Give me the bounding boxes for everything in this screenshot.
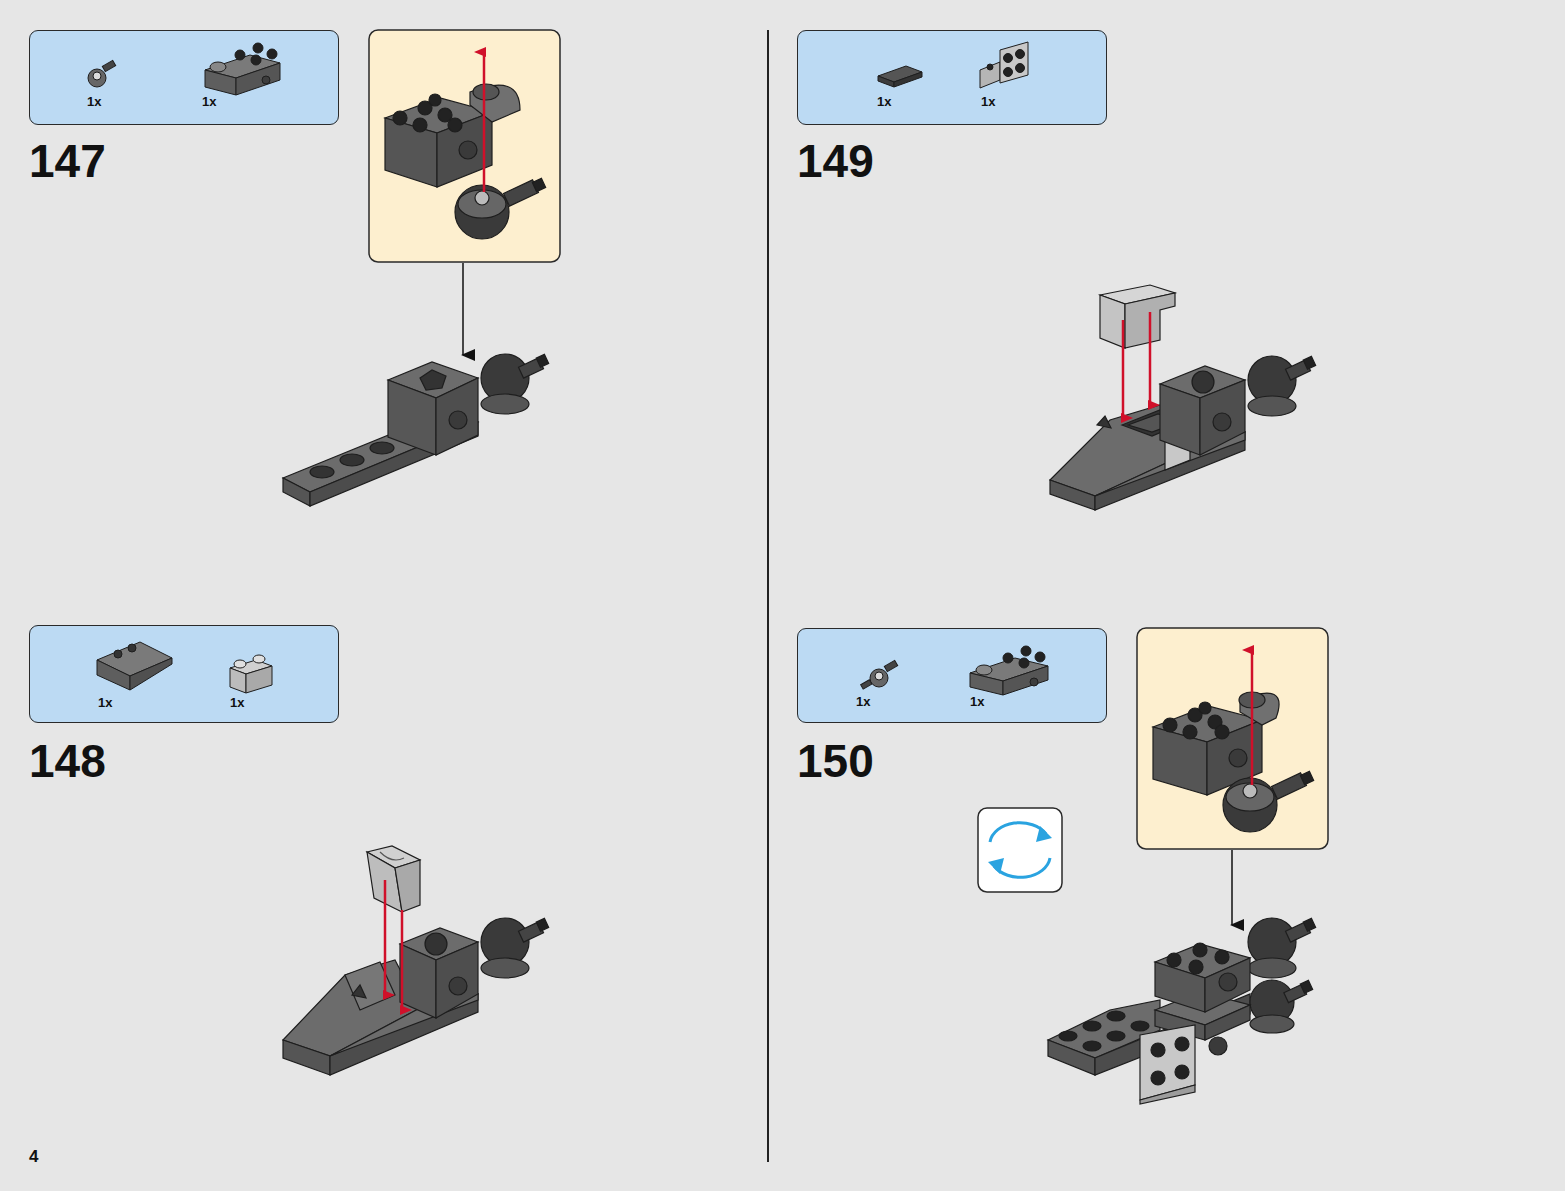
- part-quantity: 1x: [877, 95, 891, 108]
- page-number: 4: [29, 1148, 38, 1165]
- part-quantity: 1x: [981, 95, 995, 108]
- assembly-drawing: [1048, 918, 1316, 1104]
- part-icons: [88, 42, 1048, 695]
- callout-arrow: [1231, 850, 1233, 925]
- parts-box: 1x 1x: [29, 625, 339, 723]
- part-quantity: 1x: [970, 695, 984, 708]
- parts-box: 1x 1x: [797, 628, 1107, 723]
- subassembly-callout: [369, 30, 1328, 849]
- assembly-drawing: [283, 846, 549, 1075]
- part-quantity: 1x: [98, 696, 112, 709]
- step-number: 147: [29, 138, 106, 184]
- step-number: 150: [797, 738, 874, 784]
- parts-box: 1x 1x: [797, 30, 1107, 125]
- step-number: 149: [797, 138, 874, 184]
- part-quantity: 1x: [230, 696, 244, 709]
- divider-line: [767, 30, 769, 1162]
- parts-box-ground: [29, 30, 1107, 723]
- callout-arrow: [462, 263, 464, 355]
- part-quantity: 1x: [856, 695, 870, 708]
- subassembly-drawing: [1153, 650, 1314, 832]
- parts-box: 1x 1x: [29, 30, 339, 125]
- assembly-drawing: [1050, 285, 1316, 510]
- part-quantity: 1x: [202, 95, 216, 108]
- step-number: 148: [29, 738, 106, 784]
- assembly-drawing: [283, 354, 549, 506]
- part-quantity: 1x: [87, 95, 101, 108]
- rotate-icon: [978, 808, 1062, 892]
- subassembly-drawing: [385, 52, 546, 239]
